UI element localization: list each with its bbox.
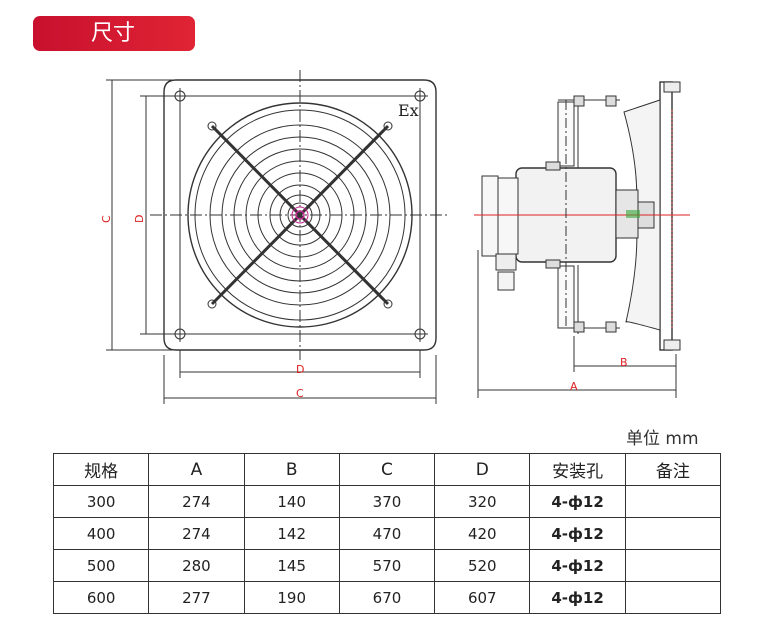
col-header-c: C	[338, 453, 436, 486]
side-view	[477, 81, 681, 398]
cell-d: 420	[434, 517, 531, 550]
cell-spec: 500	[52, 549, 150, 582]
table-row: 600 277 190 670 607 4-ф12	[52, 581, 722, 614]
col-header-note: 备注	[624, 453, 722, 486]
cell-c: 670	[338, 581, 436, 614]
table-row: 500 280 145 570 520 4-ф12	[52, 549, 722, 582]
cell-holes: 4-ф12	[529, 549, 626, 582]
col-header-a: A	[148, 453, 245, 486]
cell-a: 277	[148, 581, 245, 614]
table-header-row: 规格 A B C D 安装孔 备注	[52, 453, 722, 486]
cell-c: 570	[338, 549, 436, 582]
cell-d: 520	[434, 549, 531, 582]
dim-label-a: A	[570, 380, 578, 393]
cell-holes: 4-ф12	[529, 581, 626, 614]
cell-a: 274	[148, 485, 245, 518]
cell-d: 607	[434, 581, 531, 614]
cell-note	[624, 581, 722, 614]
cell-note	[624, 485, 722, 518]
spec-table: 规格 A B C D 安装孔 备注 300 274 140 370 320 4-…	[52, 453, 722, 614]
cell-b: 140	[243, 485, 340, 518]
ex-mark: Ex	[398, 101, 419, 120]
cell-a: 274	[148, 517, 245, 550]
dim-label-c-horizontal: C	[296, 387, 304, 400]
cell-b: 145	[243, 549, 340, 582]
mounting-hole-icon	[172, 88, 428, 342]
cell-spec: 300	[52, 485, 150, 518]
cell-c: 470	[338, 517, 436, 550]
front-view	[106, 70, 450, 404]
cell-holes: 4-ф12	[529, 517, 626, 550]
unit-label: 单位 mm	[626, 429, 699, 449]
cell-a: 280	[148, 549, 245, 582]
dim-label-b: B	[620, 356, 628, 369]
cell-b: 142	[243, 517, 340, 550]
cell-note	[624, 517, 722, 550]
section-title-banner: 尺寸	[33, 16, 195, 51]
dim-label-d-vertical: D	[133, 215, 146, 223]
dim-label-d-horizontal: D	[296, 363, 304, 376]
hub-icon	[295, 210, 305, 220]
col-header-spec: 规格	[52, 453, 150, 486]
col-header-holes: 安装孔	[529, 453, 626, 486]
col-header-b: B	[243, 453, 340, 486]
cell-spec: 400	[52, 517, 150, 550]
cell-d: 320	[434, 485, 531, 518]
cell-note	[624, 549, 722, 582]
table-row: 400 274 142 470 420 4-ф12	[52, 517, 722, 550]
cell-b: 190	[243, 581, 340, 614]
cell-holes: 4-ф12	[529, 485, 626, 518]
table-row: 300 274 140 370 320 4-ф12	[52, 485, 722, 518]
cell-spec: 600	[52, 581, 150, 614]
dim-label-c-vertical: C	[100, 215, 113, 223]
col-header-d: D	[434, 453, 531, 486]
technical-drawing: Ex C D D C	[100, 70, 690, 404]
cell-c: 370	[338, 485, 436, 518]
